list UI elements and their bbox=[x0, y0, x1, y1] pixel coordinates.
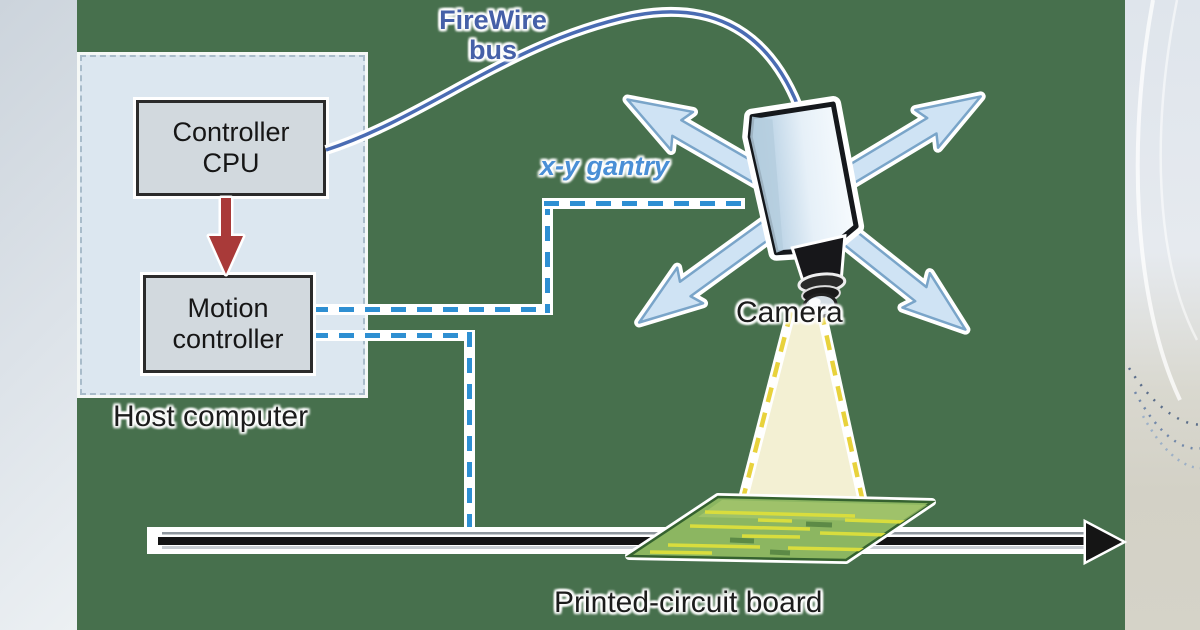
gantry-riser-line bbox=[542, 198, 553, 315]
pcb-illustration bbox=[624, 493, 936, 564]
gantry-rail-line bbox=[542, 198, 745, 209]
swirl-line bbox=[1135, 0, 1182, 401]
controller-cpu-label-line2: CPU bbox=[202, 148, 260, 178]
camera-illustration bbox=[742, 96, 865, 319]
left-gradient-panel bbox=[0, 0, 77, 630]
firewire-bus-label: FireWire bus bbox=[408, 5, 578, 65]
swirl-line bbox=[1159, 0, 1199, 341]
firewire-bus-label-line1: FireWire bbox=[439, 5, 547, 35]
motion-signal-line-upper bbox=[311, 304, 553, 315]
controller-cpu-label-line1: Controller bbox=[172, 117, 290, 147]
motion-controller-box: Motion controller bbox=[143, 275, 313, 373]
conveyor-direction-arrowhead bbox=[1083, 518, 1128, 566]
host-computer-label: Host computer bbox=[113, 400, 309, 433]
firewire-cable bbox=[324, 6, 803, 155]
motion-signal-line-lower bbox=[311, 330, 475, 341]
firewire-bus-label-line2: bus bbox=[468, 35, 517, 65]
controller-cpu-box: Controller CPU bbox=[136, 100, 326, 196]
camera-label: Camera bbox=[736, 296, 843, 329]
motion-controller-label-line2: controller bbox=[172, 324, 284, 354]
cpu-to-motion-arrow bbox=[206, 195, 246, 277]
pcb-traces bbox=[649, 500, 928, 556]
xy-gantry-label: x-y gantry bbox=[540, 151, 670, 181]
camera-light-cone bbox=[734, 308, 871, 518]
right-gradient-panel bbox=[1125, 0, 1200, 630]
conveyor-control-line bbox=[464, 330, 475, 547]
conveyor-line bbox=[147, 518, 1128, 566]
printed-circuit-board-label: Printed-circuit board bbox=[554, 586, 823, 619]
swirl-decoration bbox=[1127, 0, 1200, 470]
motion-controller-label-line1: Motion bbox=[187, 293, 269, 323]
